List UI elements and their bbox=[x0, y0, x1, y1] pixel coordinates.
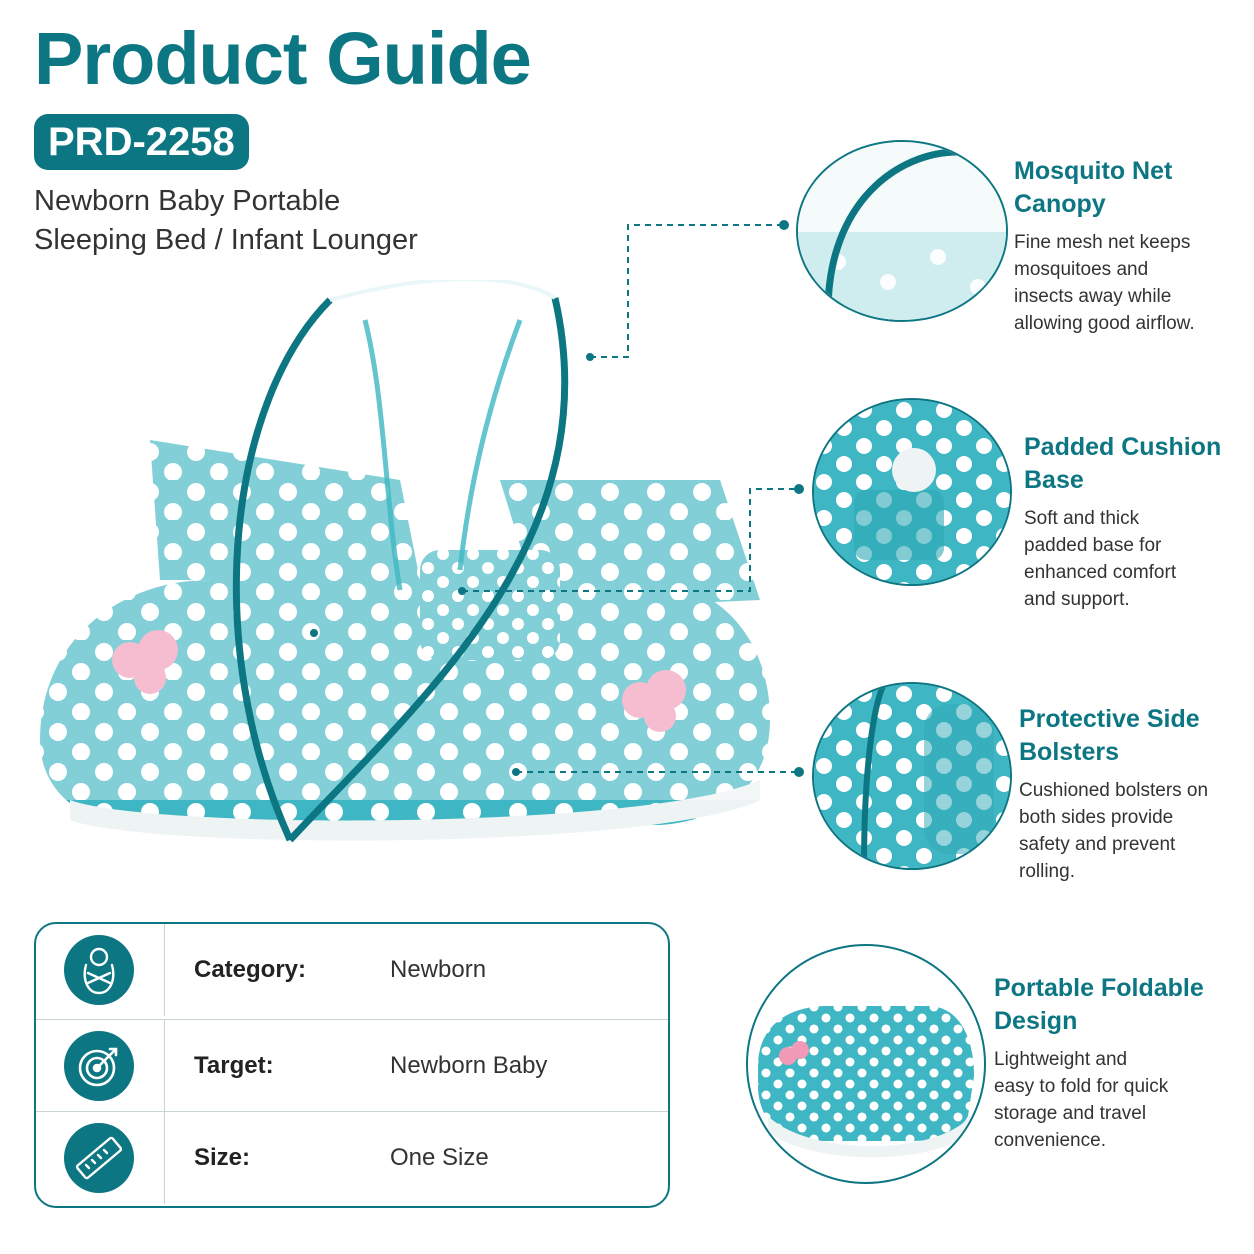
feature-side-bolsters: Protective Side Bolsters Cushioned bolst… bbox=[1019, 703, 1249, 885]
row-divider bbox=[36, 1019, 668, 1020]
spec-value: Newborn Baby bbox=[390, 1052, 548, 1079]
mosquito-net-detail-image bbox=[796, 140, 1008, 322]
spec-label: Size: bbox=[194, 1144, 251, 1171]
spec-label: Category: bbox=[194, 956, 307, 983]
feature-description: Soft and thick padded base for enhanced … bbox=[1024, 508, 1177, 610]
mosquito-net-illustration bbox=[798, 142, 1006, 320]
subtitle-line-2: Sleeping Bed / Infant Lounger bbox=[34, 224, 418, 256]
side-bolsters-detail-image bbox=[812, 682, 1012, 870]
spec-row-category: Category: Newborn bbox=[36, 924, 668, 1016]
feature-title: Padded Cushion Base bbox=[1024, 433, 1222, 494]
feature-mosquito-net: Mosquito Net Canopy Fine mesh net keeps … bbox=[1014, 155, 1244, 337]
feature-padded-cushion: Padded Cushion Base Soft and thick padde… bbox=[1024, 431, 1244, 613]
swaddled-baby-icon bbox=[64, 935, 134, 1005]
spec-table: Category: Newborn Target: Newborn Baby bbox=[34, 922, 670, 1208]
feature-title: Protective Side Bolsters bbox=[1019, 705, 1200, 766]
target-icon bbox=[64, 1031, 134, 1101]
product-subtitle: Newborn Baby Portable Sleeping Bed / Inf… bbox=[34, 182, 554, 260]
padded-cushion-illustration bbox=[814, 400, 1010, 584]
spec-row-target: Target: Newborn Baby bbox=[36, 1020, 668, 1112]
spec-row-size: Size: One Size bbox=[36, 1112, 668, 1204]
side-bolsters-illustration bbox=[814, 684, 1010, 868]
padded-cushion-detail-image bbox=[812, 398, 1012, 586]
subtitle-line-1: Newborn Baby Portable bbox=[34, 185, 341, 217]
feature-description: Cushioned bolsters on both sides provide… bbox=[1019, 780, 1209, 882]
foldable-design-detail-image bbox=[746, 944, 986, 1184]
feature-title: Portable Foldable Design bbox=[994, 974, 1204, 1035]
row-divider bbox=[36, 1111, 668, 1112]
feature-description: Fine mesh net keeps mosquitoes and insec… bbox=[1014, 232, 1195, 334]
feature-description: Lightweight and easy to fold for quick s… bbox=[994, 1049, 1169, 1151]
spec-label: Target: bbox=[194, 1052, 274, 1079]
feature-foldable-design: Portable Foldable Design Lightweight and… bbox=[994, 972, 1234, 1154]
spec-value: One Size bbox=[390, 1144, 489, 1171]
product-image bbox=[28, 280, 770, 843]
page-title: Product Guide bbox=[34, 17, 532, 100]
spec-value: Newborn bbox=[390, 956, 487, 983]
ruler-icon bbox=[64, 1123, 134, 1193]
feature-title: Mosquito Net Canopy bbox=[1014, 157, 1173, 218]
product-code-badge: PRD-2258 bbox=[34, 114, 249, 170]
foldable-design-illustration bbox=[758, 1006, 974, 1158]
